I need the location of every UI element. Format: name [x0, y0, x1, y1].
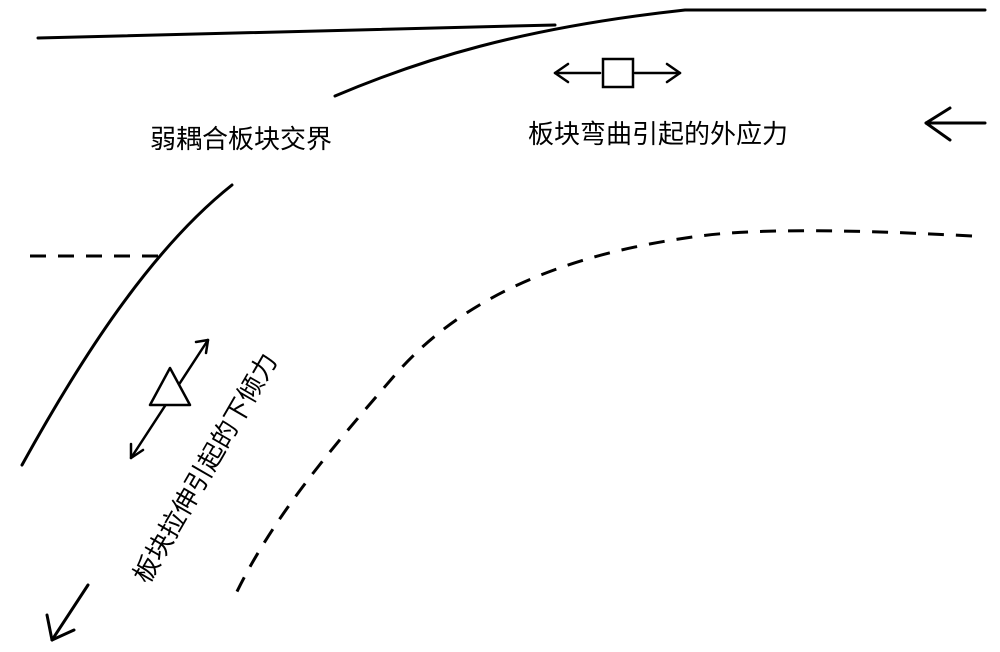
subducting-plate-top-surface	[333, 8, 987, 98]
triangle-marker-icon	[148, 366, 192, 407]
bending-stress-double-arrow	[553, 57, 682, 89]
slab-pull-arrow	[45, 583, 90, 642]
square-marker-icon	[601, 57, 635, 89]
subducting-plate-bottom-dashed	[230, 229, 973, 603]
compression-arrow-left	[924, 106, 987, 142]
overriding-plate-surface	[36, 23, 557, 40]
down-dip-force-label: 板块拉伸引起的下倾力	[128, 348, 284, 588]
plate-interface-line	[20, 183, 234, 467]
bending-stress-label: 板块弯曲引起的外应力	[528, 120, 788, 150]
down-dip-double-arrow	[129, 338, 210, 460]
weak-coupling-boundary-label: 弱耦合板块交界	[150, 125, 332, 155]
